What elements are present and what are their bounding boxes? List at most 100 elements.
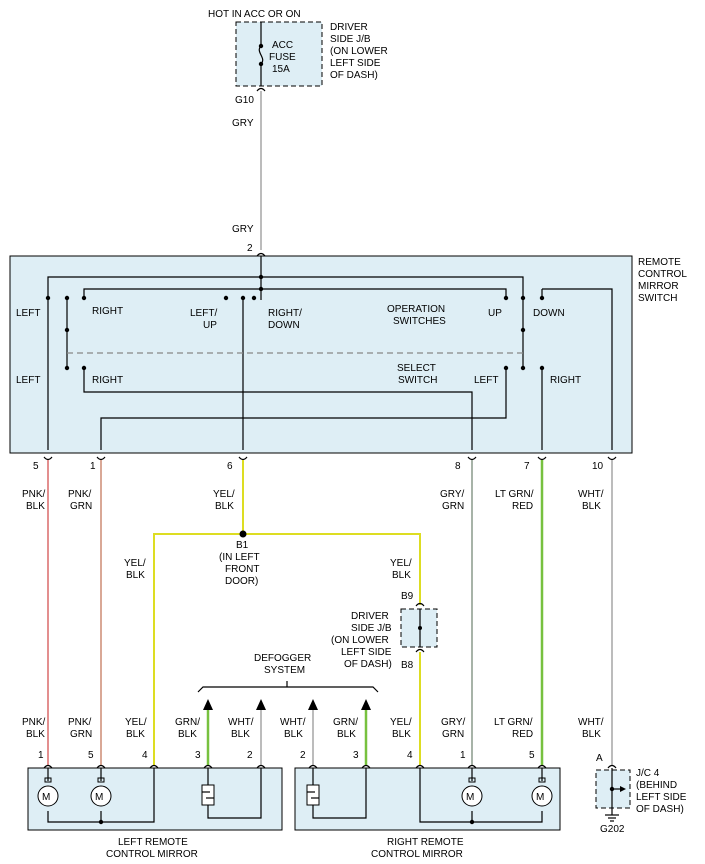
- connector-g10: G10: [235, 95, 254, 106]
- switch-pin-2-symbol: [256, 252, 266, 257]
- right-mirror-pin-3: 3: [353, 750, 359, 761]
- defogger-label-2: SYSTEM: [264, 665, 305, 676]
- left-mirror-label-2: CONTROL MIRROR: [106, 849, 198, 860]
- right-branch-label-1: YEL/: [390, 558, 412, 569]
- op-switches-label-2: SWITCHES: [393, 316, 446, 327]
- fuse-label-1: ACC: [272, 40, 293, 51]
- jc-pin-a: A: [596, 753, 603, 764]
- right-mirror-heater: [306, 784, 320, 806]
- right-mirror-internal: [312, 768, 543, 825]
- fuse-label-3: 15A: [272, 64, 290, 75]
- right-mirror-pin-5: 5: [529, 750, 535, 761]
- jb2-label-2: SIDE J/B: [351, 623, 392, 634]
- select-switch-label-2: SWITCH: [398, 375, 437, 386]
- wire-label-3a: YEL/: [213, 489, 235, 500]
- wire-label-1a: PNK/: [22, 489, 46, 500]
- jb2-label-4: LEFT SIDE: [341, 647, 392, 658]
- switch-title-2: CONTROL: [638, 269, 687, 280]
- left-mirror-internal: [47, 768, 262, 825]
- jb2-label-5: OF DASH): [344, 659, 392, 670]
- connector-g10-symbol: [256, 87, 266, 92]
- sel-right-label: RIGHT: [92, 375, 123, 386]
- switch-pin-5: 5: [33, 461, 39, 472]
- switch-title-1: REMOTE: [638, 257, 681, 268]
- jb-label-1: DRIVER: [330, 22, 368, 33]
- power-title: HOT IN ACC OR ON: [208, 9, 301, 20]
- defogger-bracket: [197, 686, 379, 693]
- bottom-wire-10b: RED: [512, 729, 533, 740]
- jb2-top-connector: [415, 602, 425, 607]
- switch-pin-1: 1: [90, 461, 96, 472]
- right-branch-label-2: BLK: [392, 570, 411, 581]
- driver-jb-box: [235, 21, 323, 87]
- sel-left-label-2: LEFT: [474, 375, 498, 386]
- bottom-wire-7a: GRN/: [333, 717, 358, 728]
- left-mirror-connectors: [43, 764, 266, 769]
- left-mirror-pin-3: 3: [195, 750, 201, 761]
- bottom-wire-7b: BLK: [337, 729, 356, 740]
- bottom-wire-1b: BLK: [26, 729, 45, 740]
- jc-label-4: OF DASH): [636, 804, 684, 815]
- op-rightdown-label-1: RIGHT/: [268, 308, 302, 319]
- bottom-wire-9a: GRY/: [441, 717, 465, 728]
- jb2-pin-b8: B8: [401, 660, 414, 671]
- right-mirror-connectors: [308, 764, 547, 769]
- left-mirror-pin-1: 1: [38, 750, 44, 761]
- bottom-wire-10a: LT GRN/: [494, 717, 533, 728]
- bottom-wire-8a: YEL/: [390, 717, 412, 728]
- bottom-wire-5a: WHT/: [228, 717, 254, 728]
- bottom-wire-2a: PNK/: [68, 717, 92, 728]
- jb2-label-3: (ON LOWER: [331, 635, 389, 646]
- jc-label-2: (BEHIND: [636, 780, 677, 791]
- jb-label-5: OF DASH): [330, 70, 378, 81]
- bottom-wire-4b: BLK: [178, 729, 197, 740]
- gry-wire-label-top: GRY: [232, 118, 254, 129]
- left-mirror-pin-4: 4: [142, 750, 148, 761]
- left-mirror-pin-2: 2: [247, 750, 253, 761]
- jb2-box: [400, 608, 438, 648]
- sel-right-label-2: RIGHT: [550, 375, 581, 386]
- wire-label-3b: BLK: [215, 501, 234, 512]
- op-right-label: RIGHT: [92, 306, 123, 317]
- bottom-wire-1a: PNK/: [22, 717, 46, 728]
- gry-wire-label-bottom: GRY: [232, 224, 254, 235]
- switch-pin-2: 2: [247, 243, 253, 254]
- bottom-wire-2b: GRN: [70, 729, 92, 740]
- op-rightdown-label-2: DOWN: [268, 320, 300, 331]
- bottom-wire-4a: GRN/: [175, 717, 200, 728]
- op-leftup-label-2: UP: [203, 320, 217, 331]
- jc-label-1: J/C 4: [636, 768, 660, 779]
- defogger-arrows: [203, 699, 371, 765]
- fuse-symbol: [258, 22, 264, 86]
- switch-pin-7: 7: [524, 461, 530, 472]
- right-mirror-motor-2: [531, 777, 553, 807]
- ground-g202: G202: [600, 824, 625, 835]
- jb2-label-1: DRIVER: [351, 611, 389, 622]
- left-mirror-motor-1: [37, 777, 59, 807]
- switch-title-3: MIRROR: [638, 281, 679, 292]
- bottom-wire-9b: GRN: [442, 729, 464, 740]
- splice-loc-3: DOOR): [225, 576, 258, 587]
- jc-internal: [609, 768, 626, 815]
- op-up-label: UP: [488, 308, 502, 319]
- left-mirror-label-1: LEFT REMOTE: [118, 837, 188, 848]
- bottom-wire-11b: BLK: [582, 729, 601, 740]
- wire-label-1b: BLK: [26, 501, 45, 512]
- jb-label-4: LEFT SIDE: [330, 58, 381, 69]
- splice-name: B1: [236, 540, 249, 551]
- bottom-wire-6b: BLK: [284, 729, 303, 740]
- select-switch-label-1: SELECT: [397, 363, 436, 374]
- wire-label-6a: WHT/: [578, 489, 604, 500]
- bottom-wire-3b: BLK: [126, 729, 145, 740]
- defogger-label-1: DEFOGGER: [254, 653, 311, 664]
- right-mirror-pin-1: 1: [460, 750, 466, 761]
- bottom-wire-11a: WHT/: [578, 717, 604, 728]
- right-mirror-box: [294, 767, 561, 831]
- left-mirror-motor-2: [90, 777, 112, 807]
- mirror-switch-box: [9, 255, 633, 454]
- right-mirror-pin-2: 2: [300, 750, 306, 761]
- switch-title-4: SWITCH: [638, 293, 677, 304]
- right-mirror-label-1: RIGHT REMOTE: [387, 837, 464, 848]
- op-left-label: LEFT: [16, 308, 40, 319]
